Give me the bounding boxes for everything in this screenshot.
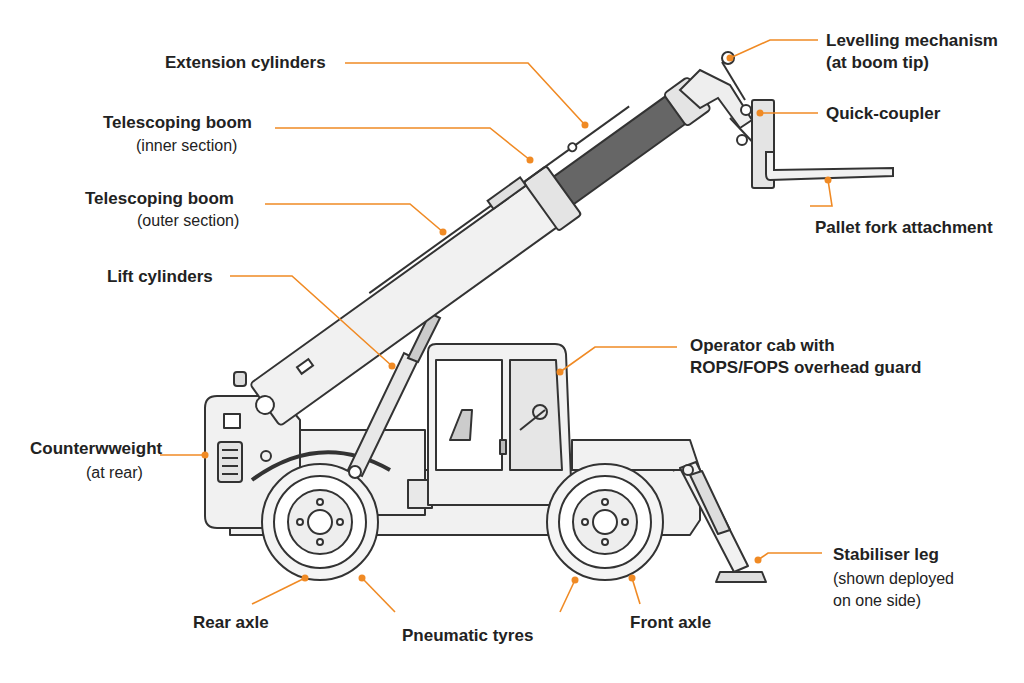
leader-lines	[362, 578, 395, 612]
lift-cylinder	[348, 353, 418, 476]
boom-head-and-forks	[741, 105, 751, 115]
telehandler-body	[690, 471, 730, 534]
telehandler-body	[222, 449, 238, 451]
part-label: Levelling mechanism (at boom tip)	[826, 30, 1011, 74]
leader-lines	[160, 40, 832, 612]
wheels	[317, 499, 323, 505]
wheels	[602, 539, 608, 545]
wheels	[582, 519, 588, 525]
leader-dots	[302, 575, 309, 582]
telehandler-body	[222, 465, 238, 467]
telehandler-body	[428, 344, 572, 505]
leader-dots	[755, 557, 762, 564]
telehandler-body	[533, 405, 547, 419]
part-label: Stabiliser leg	[833, 544, 993, 566]
wheels	[593, 510, 617, 534]
wheels	[262, 464, 663, 580]
leader-lines	[275, 128, 530, 160]
leader-dots	[202, 55, 832, 584]
boom-head-and-forks	[766, 152, 893, 180]
leader-lines	[252, 578, 305, 604]
part-label: Pneumatic tyres	[402, 625, 562, 647]
leader-lines	[560, 347, 677, 372]
telescoping-boom	[250, 174, 573, 426]
leader-lines	[160, 454, 205, 456]
wheels	[573, 490, 637, 554]
boom-head-and-forks	[680, 70, 752, 128]
leader-dots	[440, 229, 447, 236]
wheels	[262, 464, 378, 580]
part-note: (shown deployed on one side)	[833, 568, 968, 612]
wheels	[602, 499, 608, 505]
part-label: Operator cab with ROPS/FOPS overhead gua…	[690, 335, 922, 379]
telehandler-body	[500, 440, 506, 454]
leader-lines	[758, 553, 822, 560]
leader-dots	[527, 157, 534, 164]
part-label: Pallet fork attachment	[815, 217, 1020, 239]
leader-dots	[359, 575, 366, 582]
part-label: Telescoping boom	[85, 188, 265, 210]
wheels	[337, 519, 343, 525]
part-label: Quick-coupler	[826, 103, 976, 125]
leader-lines	[632, 578, 640, 604]
telehandler-body	[218, 442, 242, 482]
lift-cylinder	[349, 466, 361, 478]
leader-lines	[265, 204, 443, 232]
leader-dots	[572, 577, 579, 584]
telehandler-body	[261, 451, 271, 461]
wheels	[317, 539, 323, 545]
wheels	[274, 476, 366, 568]
telescoping-boom	[297, 359, 313, 374]
wheels	[288, 490, 352, 554]
telehandler-body	[450, 410, 472, 440]
telehandler-body	[510, 360, 562, 470]
leader-dots	[389, 363, 396, 370]
telescoping-boom	[488, 177, 526, 208]
telescoping-boom	[237, 64, 717, 435]
telescoping-boom	[567, 142, 578, 153]
wheels	[559, 476, 651, 568]
telehandler-body	[222, 473, 238, 475]
part-note: (inner section)	[136, 135, 271, 157]
leader-dots	[557, 369, 564, 376]
telescoping-boom	[252, 392, 277, 417]
leader-dots	[582, 122, 589, 129]
part-label: Front axle	[630, 612, 730, 634]
telehandler-body	[680, 462, 748, 572]
wheels	[547, 464, 663, 580]
leader-lines	[810, 180, 832, 206]
part-note: (outer section)	[137, 210, 272, 232]
leader-lines	[730, 40, 818, 58]
wheels	[622, 519, 628, 525]
wheels	[297, 519, 303, 525]
part-note: (at rear)	[86, 462, 176, 484]
wheels	[308, 510, 332, 534]
leader-dots	[629, 575, 636, 582]
part-label: Telescoping boom	[103, 112, 268, 134]
leader-lines	[230, 276, 392, 366]
leader-lines	[760, 112, 818, 114]
boom-head-and-forks	[722, 52, 734, 64]
telehandler-body	[683, 465, 693, 475]
part-label: Lift cylinders	[107, 266, 242, 288]
boom-head-and-forks	[722, 62, 745, 100]
leader-lines	[345, 63, 585, 125]
telehandler-body	[716, 572, 766, 582]
leader-dots	[202, 452, 209, 459]
boom-head-and-forks	[737, 135, 747, 145]
leader-lines	[560, 580, 575, 612]
telehandler-body	[436, 360, 502, 470]
leader-dots	[757, 110, 764, 117]
telehandler-body	[222, 457, 238, 459]
leader-dots	[825, 177, 832, 184]
telehandler-body	[224, 414, 240, 428]
part-label: Rear axle	[193, 612, 293, 634]
part-label: Counterwweight	[30, 438, 180, 460]
telehandler-body	[234, 372, 246, 386]
part-label: Extension cylinders	[165, 52, 350, 74]
leader-dots	[727, 55, 734, 62]
